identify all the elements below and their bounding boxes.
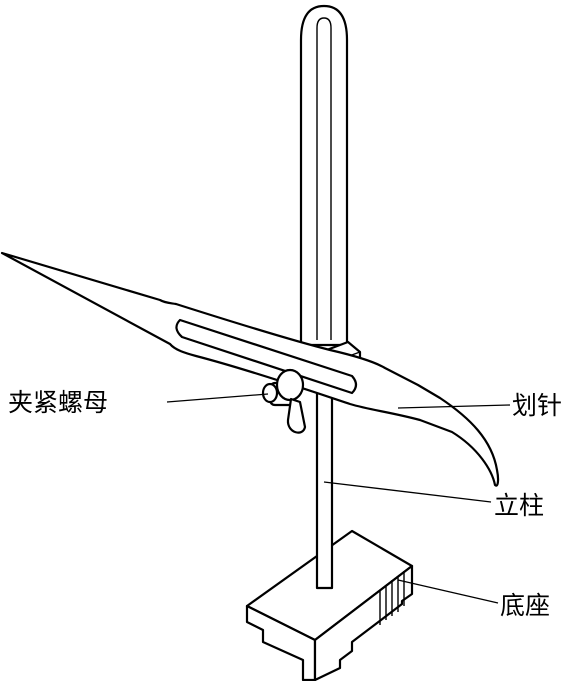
- label-column: 立柱: [494, 491, 545, 520]
- leader-base: [397, 579, 499, 604]
- column: [299, 4, 349, 590]
- label-scriber: 划针: [512, 391, 563, 420]
- clamp-nut: [261, 368, 307, 434]
- leader-column: [323, 481, 492, 503]
- scriber: [0, 251, 500, 487]
- label-base: 底座: [500, 591, 551, 620]
- label-clamp-nut: 夹紧螺母: [8, 388, 109, 417]
- leader-scriber: [397, 404, 511, 409]
- leader-clamp-nut: [166, 393, 269, 403]
